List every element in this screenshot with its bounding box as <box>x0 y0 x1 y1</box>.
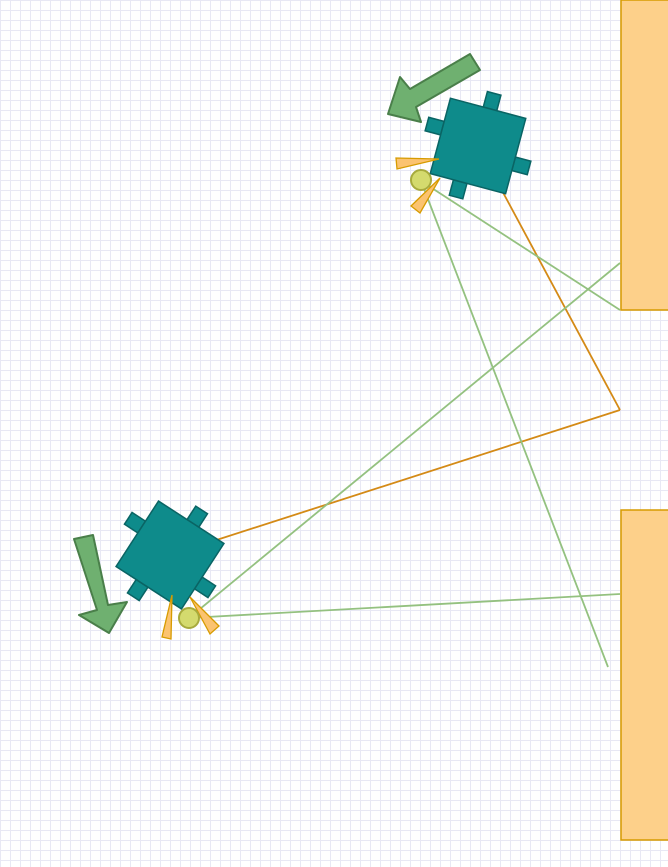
robot-top-sensor-cone-left <box>395 157 440 170</box>
motion-arrow-top <box>387 53 481 123</box>
robot-top-sensor <box>410 169 432 191</box>
robot-bottom-body <box>115 500 225 610</box>
robot-bottom-sensor <box>178 607 200 629</box>
green-ray-bottom-sensor-to-lower-wall <box>188 593 621 619</box>
green-ray-top-sensor-to-lower-wall <box>420 180 609 668</box>
green-ray-top-sensor-to-upper-wall <box>420 180 621 311</box>
robot-bottom-sensor-cone-right <box>189 596 220 636</box>
robot-top <box>424 90 532 200</box>
green-ray-bottom-sensor-to-upper-wall <box>188 262 621 619</box>
robot-bottom-sensor-cone-left <box>161 594 173 640</box>
orange-ray-bottom-robot <box>169 409 621 556</box>
motion-arrow-bottom <box>73 534 128 634</box>
wall-bottom <box>620 509 668 841</box>
robot-bottom <box>115 500 225 610</box>
robot-top-body <box>429 97 527 195</box>
robot-top-sensor-cone-down <box>410 177 441 214</box>
wall-top <box>620 0 668 311</box>
